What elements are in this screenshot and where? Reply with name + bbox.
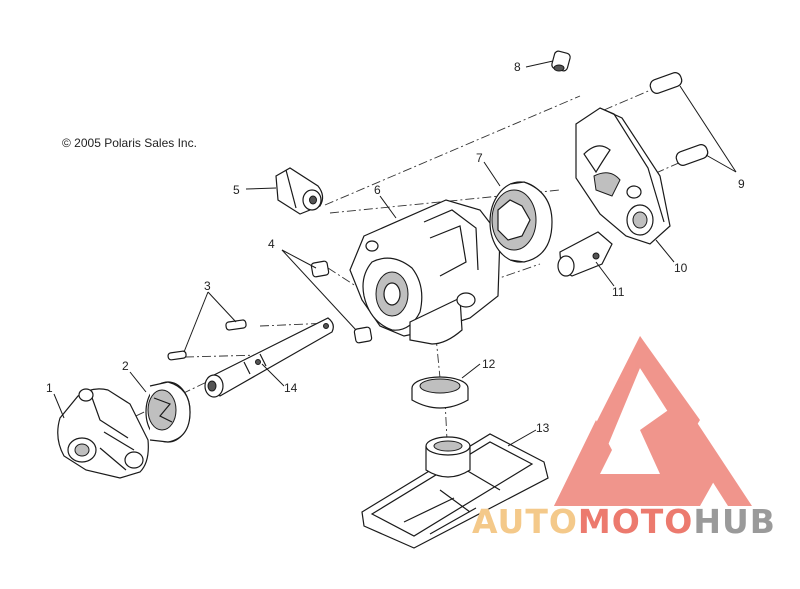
part-drive-shaft bbox=[204, 317, 334, 398]
callout-2: 2 bbox=[122, 359, 129, 373]
callout-11: 11 bbox=[612, 285, 625, 299]
part-end-plate bbox=[575, 107, 671, 245]
part-dowel-pins bbox=[310, 260, 373, 344]
watermark-auto: AUTO bbox=[472, 502, 578, 541]
callout-5: 5 bbox=[233, 183, 240, 197]
part-relief-valve bbox=[557, 231, 613, 277]
part-locating-pins bbox=[649, 72, 709, 166]
callout-10: 10 bbox=[674, 261, 688, 275]
leader-lines bbox=[53, 60, 737, 447]
part-pump-cover bbox=[57, 388, 149, 479]
callout-14: 14 bbox=[284, 381, 298, 395]
callout-4: 4 bbox=[268, 237, 275, 251]
callout-9: 9 bbox=[738, 177, 745, 191]
callout-12: 12 bbox=[482, 357, 496, 371]
callout-7: 7 bbox=[476, 151, 483, 165]
callout-3: 3 bbox=[204, 279, 211, 293]
watermark-text: AUTOMOTOHUB bbox=[472, 505, 776, 538]
part-fitting bbox=[275, 167, 324, 215]
callout-13: 13 bbox=[536, 421, 550, 435]
watermark-logo bbox=[554, 336, 752, 506]
callout-labels: 1 2 3 4 5 6 7 8 9 10 11 12 13 14 bbox=[46, 60, 745, 435]
part-oil-strainer bbox=[361, 433, 549, 549]
part-seal-ring bbox=[411, 376, 469, 409]
part-pump-body bbox=[349, 199, 501, 345]
callout-8: 8 bbox=[514, 60, 521, 74]
part-rotor-right bbox=[489, 181, 553, 263]
part-rotor-left bbox=[145, 381, 191, 443]
part-small-pins bbox=[167, 319, 247, 361]
watermark-hub: HUB bbox=[693, 502, 776, 541]
part-small-dowel bbox=[551, 50, 571, 72]
callout-1: 1 bbox=[46, 381, 53, 395]
copyright-notice: © 2005 Polaris Sales Inc. bbox=[62, 136, 197, 150]
callout-6: 6 bbox=[374, 183, 381, 197]
watermark-moto: MOTO bbox=[577, 502, 694, 541]
